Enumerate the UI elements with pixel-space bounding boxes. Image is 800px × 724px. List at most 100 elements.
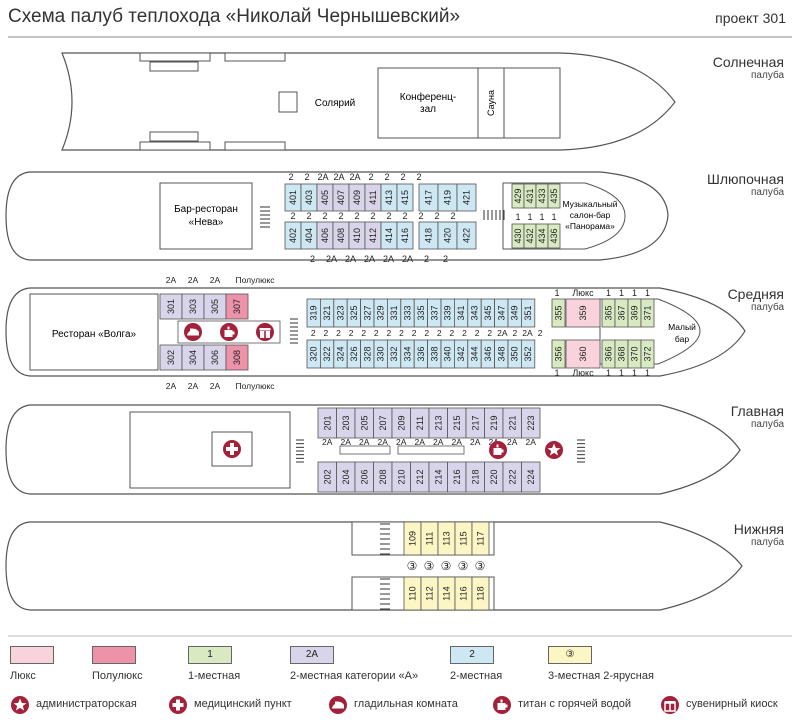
boat-bot-category-2: 2А xyxy=(345,254,356,264)
middle-left-bot-category-0: 2А xyxy=(166,381,177,391)
legend-iron-label: гладильная комната xyxy=(354,698,458,710)
middle-cabin-308 xyxy=(225,344,249,371)
room-number-306: 306 xyxy=(210,350,220,365)
room-number-211: 211 xyxy=(415,416,425,430)
room-number-202: 202 xyxy=(322,469,332,484)
middle-left-top-category-2: 2А xyxy=(210,275,221,285)
legend-bunk-swatch: ③ xyxy=(548,646,592,664)
room-number-407: 407 xyxy=(336,190,346,205)
room-number-371: 371 xyxy=(643,305,653,320)
middle-mid-category-7: 2 xyxy=(399,328,404,338)
room-number-412: 412 xyxy=(368,228,378,243)
room-number-430: 430 xyxy=(513,228,523,243)
bar-neva-label-1: Бар-ресторан xyxy=(174,204,238,215)
middle-single-top-category-1: 1 xyxy=(619,288,624,298)
room-number-342: 342 xyxy=(456,346,466,361)
middle-single-bot-category-2: 1 xyxy=(632,368,637,378)
middle-mid-category-5: 2 xyxy=(374,328,379,338)
middle-left-bot-category-1: 2А xyxy=(188,381,199,391)
room-number-416: 416 xyxy=(400,228,410,243)
legend-cat-a-swatch: 2А xyxy=(290,646,334,664)
lower-bunk-mark-2: ③ xyxy=(441,559,452,573)
minibar-label-2: бар xyxy=(675,334,689,344)
legend-double-swatch: 2 xyxy=(450,646,494,664)
middle-mid-category-8: 2 xyxy=(412,328,417,338)
room-number-333: 333 xyxy=(403,305,413,320)
lower-bunk-mark-3: ③ xyxy=(458,559,469,573)
boat-top-category-8: 2 xyxy=(416,172,421,182)
main-admin-icon xyxy=(545,441,563,459)
room-number-356: 356 xyxy=(554,346,564,361)
room-number-210: 210 xyxy=(396,469,406,484)
room-number-367: 367 xyxy=(617,305,627,320)
room-number-334: 334 xyxy=(403,346,413,361)
legend-souvenir-label: сувенирный киоск xyxy=(686,698,778,710)
project-label: проект 301 xyxy=(715,10,786,26)
room-number-338: 338 xyxy=(429,346,439,361)
boat-cabin-435 xyxy=(547,183,561,209)
middle-mid-category-6: 2 xyxy=(387,328,392,338)
lower-bunk-mark-1: ③ xyxy=(424,559,435,573)
boat-bot-category-0: 2 xyxy=(310,254,315,264)
room-number-224: 224 xyxy=(526,469,536,484)
middle-lux-label-bot: Люкс xyxy=(572,368,594,378)
room-number-432: 432 xyxy=(525,228,535,243)
legend-single-label: 1-местная xyxy=(188,670,241,682)
room-number-431: 431 xyxy=(525,188,535,203)
middle-cabin-355 xyxy=(551,298,566,328)
room-number-413: 413 xyxy=(384,190,394,205)
room-number-345: 345 xyxy=(483,305,493,320)
boat-mid-top-category-1: 2 xyxy=(306,211,311,221)
room-number-343: 343 xyxy=(470,305,480,320)
room-number-352: 352 xyxy=(523,346,533,361)
middle-356-category: 1 xyxy=(554,368,559,378)
middle-single-top-category-2: 1 xyxy=(632,288,637,298)
room-number-370: 370 xyxy=(630,346,640,361)
room-number-366: 366 xyxy=(604,346,614,361)
solarium-label: Солярий xyxy=(315,98,356,109)
room-number-339: 339 xyxy=(443,305,453,320)
boat-single-category-2: 1 xyxy=(539,212,544,222)
boat-bot-category-4: 2А xyxy=(383,254,394,264)
room-number-328: 328 xyxy=(362,346,372,361)
main-corridor-box-1 xyxy=(339,445,391,455)
music-bar-label-3: «Панорама» xyxy=(565,221,615,231)
room-number-365: 365 xyxy=(604,305,614,320)
room-number-434: 434 xyxy=(537,228,547,243)
boat-top-category-2: 2А xyxy=(317,172,328,182)
room-number-435: 435 xyxy=(549,188,559,203)
room-number-112: 112 xyxy=(425,586,435,600)
room-number-323: 323 xyxy=(336,305,346,320)
room-number-418: 418 xyxy=(424,228,434,243)
room-number-221: 221 xyxy=(507,415,517,430)
boat-mid-top-category-5: 2 xyxy=(370,211,375,221)
boat-cabin-416 xyxy=(396,221,414,250)
room-number-330: 330 xyxy=(376,346,386,361)
room-number-411: 411 xyxy=(368,190,378,204)
boat-cabin-415 xyxy=(396,183,414,212)
middle-left-top-category-3: Полулюкс xyxy=(235,275,275,285)
middle-mid-category-12: 2 xyxy=(462,328,467,338)
main-mid-category-11: 2А xyxy=(526,437,537,447)
restaurant-volga-label: Ресторан «Волга» xyxy=(52,329,137,340)
room-number-303: 303 xyxy=(188,299,198,314)
room-number-421: 421 xyxy=(462,190,472,205)
legend-semilux-swatch xyxy=(92,646,136,664)
middle-titan-icon xyxy=(220,323,238,341)
room-number-305: 305 xyxy=(210,299,220,314)
main-medical-icon xyxy=(223,440,241,458)
iron-icon xyxy=(329,696,347,714)
room-number-347: 347 xyxy=(496,305,506,320)
room-number-406: 406 xyxy=(320,228,330,243)
room-number-220: 220 xyxy=(489,469,499,484)
boat-single-category-1: 1 xyxy=(527,212,532,222)
main-mid-category-4: 2А xyxy=(396,437,407,447)
boat-mid-top-category-10: 2 xyxy=(450,211,455,221)
music-bar-label-2: салон-бар xyxy=(570,210,611,220)
main-mid-category-2: 2А xyxy=(359,437,370,447)
titan-kettle-icon xyxy=(493,696,511,714)
room-number-118: 118 xyxy=(476,586,486,600)
room-number-355: 355 xyxy=(554,305,564,320)
legend-med-label: медицинский пункт xyxy=(194,698,292,710)
